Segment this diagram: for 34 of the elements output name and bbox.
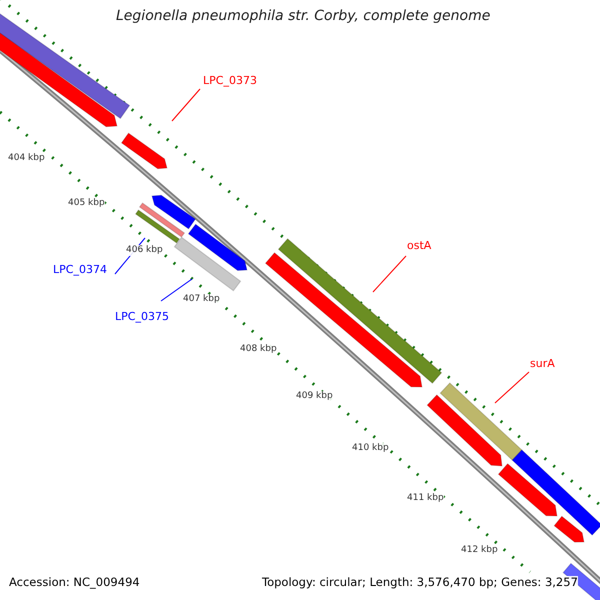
gene-label: LPC_0373 bbox=[203, 74, 257, 88]
map-title: Legionella pneumophila str. Corby, complete genome bbox=[116, 8, 490, 25]
gene-label: surA bbox=[530, 357, 555, 370]
map-info-text: Topology: circular; Length: 3,576,470 bp; Genes: 3,257 bbox=[262, 576, 578, 590]
gene-label: LPC_0374 bbox=[53, 263, 107, 276]
gene-label: LPC_0375 bbox=[115, 310, 169, 324]
scale-label: 405 kbp bbox=[68, 198, 105, 209]
gene-segment bbox=[0, 32, 118, 128]
gene-segment bbox=[151, 194, 196, 230]
scale-label: 404 kbp bbox=[8, 153, 45, 164]
scale-label: 410 kbp bbox=[352, 443, 389, 454]
gene-segment bbox=[120, 132, 168, 170]
scale-label: 412 kbp bbox=[461, 545, 498, 556]
scale-label: 409 kbp bbox=[296, 391, 333, 402]
map-info-text: Accession: NC_009494 bbox=[9, 576, 140, 590]
gene-segment bbox=[134, 209, 180, 244]
gene-segment bbox=[440, 382, 522, 461]
gene-segment bbox=[138, 202, 186, 238]
scale-label: 406 kbp bbox=[126, 245, 163, 256]
leader-line bbox=[160, 278, 192, 302]
gene-segment bbox=[554, 516, 585, 543]
scale-label: 411 kbp bbox=[407, 493, 444, 504]
leader-line bbox=[372, 256, 406, 292]
leader-line bbox=[172, 88, 200, 122]
scale-label: 407 kbp bbox=[183, 294, 220, 305]
scale-label: 408 kbp bbox=[240, 344, 277, 355]
leader-line bbox=[494, 372, 530, 404]
gene-segment bbox=[188, 224, 248, 271]
gene-segment bbox=[174, 236, 242, 292]
gene-segment bbox=[498, 463, 558, 517]
gene-segment bbox=[426, 394, 503, 467]
gene-segment bbox=[278, 238, 442, 384]
gene-label: ostA bbox=[407, 239, 432, 252]
gene-segment bbox=[512, 449, 600, 536]
